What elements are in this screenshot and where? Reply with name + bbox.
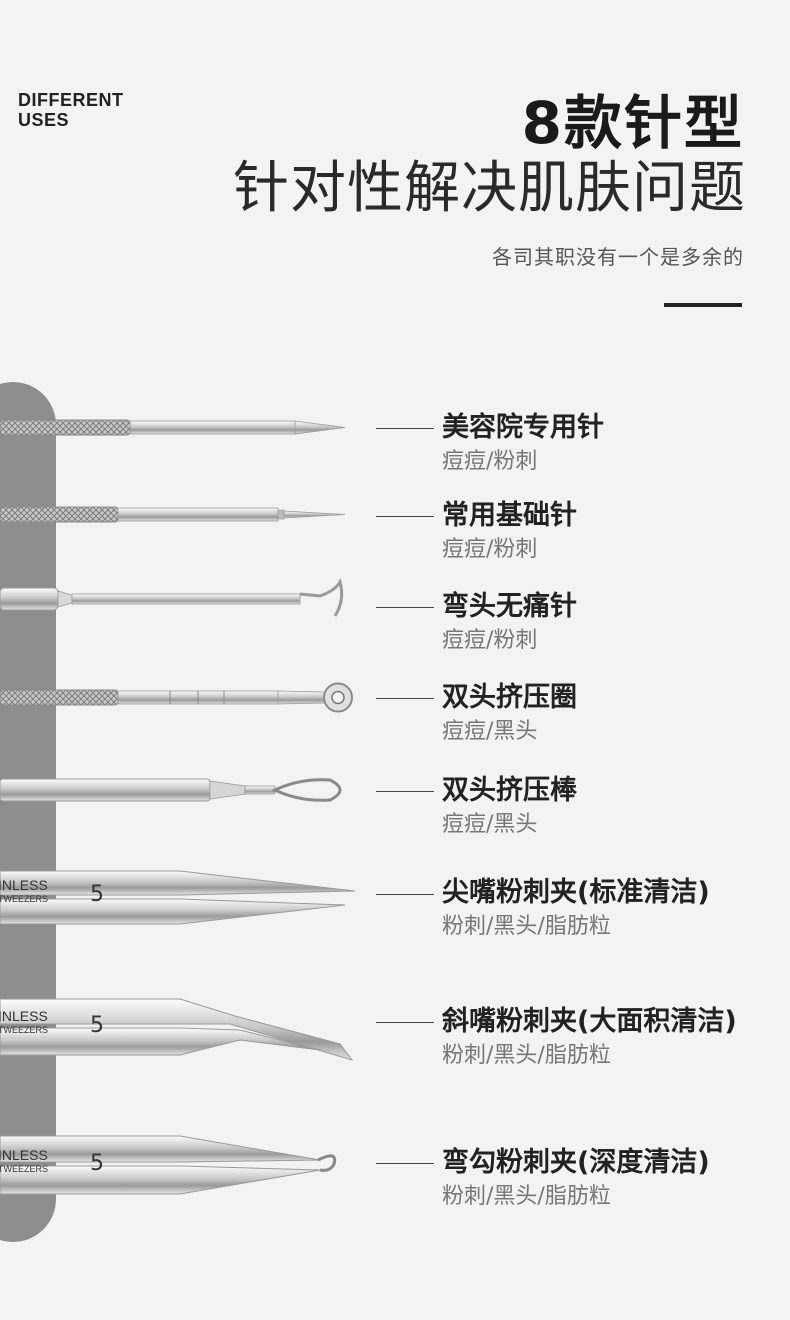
leader-line [376,698,434,699]
tool-name: 常用基础针 [442,500,577,531]
tool-1-needle-image [0,419,346,436]
tool-name: 双头挤压圈 [442,682,577,713]
leader-line [376,428,434,429]
tool-name: 尖嘴粉刺夹(标准清洁) [442,877,710,908]
leader-line [376,607,434,608]
corner-line-2: USES [18,110,70,130]
page-title: 8款针型 [521,89,744,157]
tool-use: 痘痘/黑头 [442,812,538,837]
tweezer-7-brand-text: INLESS [0,1008,48,1024]
tool-name: 双头挤压棒 [442,775,577,806]
different-uses-label: DIFFERENT USES [18,90,124,130]
tool-7-slanted-tweezers-image: INLESS TWEEZERS 5 [0,998,354,1061]
leader-line [376,791,434,792]
corner-line-1: DIFFERENT [18,90,124,110]
tool-8-hooked-tweezers-image: INLESS TWEEZERS 5 [0,1135,337,1195]
tool-use: 粉刺/黑头/脂肪粒 [442,1043,611,1068]
tool-4-loop-image [0,682,353,713]
tool-name: 斜嘴粉刺夹(大面积清洁) [442,1006,737,1037]
tool-use: 痘痘/粉刺 [442,628,538,653]
tweezer-6-number: 5 [90,882,104,907]
accent-bar [664,303,742,307]
leader-line [376,894,434,895]
leader-line [376,516,434,517]
tool-use: 痘痘/粉刺 [442,537,538,562]
tweezer-8-brand-subtext: TWEEZERS [0,1164,48,1174]
gray-backdrop-strip [0,382,56,1242]
tool-5-stick-image [0,778,342,802]
tweezer-6-brand-subtext: TWEEZERS [0,894,48,904]
tool-use: 痘痘/黑头 [442,719,538,744]
tool-3-curved-needle-image [0,577,344,617]
tool-use: 粉刺/黑头/脂肪粒 [442,914,611,939]
tagline: 各司其职没有一个是多余的 [492,245,744,269]
tweezer-7-brand-subtext: TWEEZERS [0,1025,48,1035]
leader-line [376,1163,434,1164]
tool-name: 美容院专用针 [442,412,604,443]
tool-2-needle-image [0,506,346,523]
tool-use: 痘痘/粉刺 [442,449,538,474]
tweezer-8-brand-text: INLESS [0,1147,48,1163]
tweezer-7-number: 5 [90,1013,104,1038]
tool-name: 弯勾粉刺夹(深度清洁) [442,1147,710,1178]
tool-6-pointed-tweezers-image: INLESS TWEEZERS 5 [0,870,356,925]
page-subtitle: 针对性解决肌肤问题 [233,156,746,221]
tweezer-8-number: 5 [90,1151,104,1176]
tweezer-6-brand-text: INLESS [0,877,48,893]
leader-line [376,1022,434,1023]
tool-name: 弯头无痛针 [442,591,577,622]
tool-use: 粉刺/黑头/脂肪粒 [442,1184,611,1209]
